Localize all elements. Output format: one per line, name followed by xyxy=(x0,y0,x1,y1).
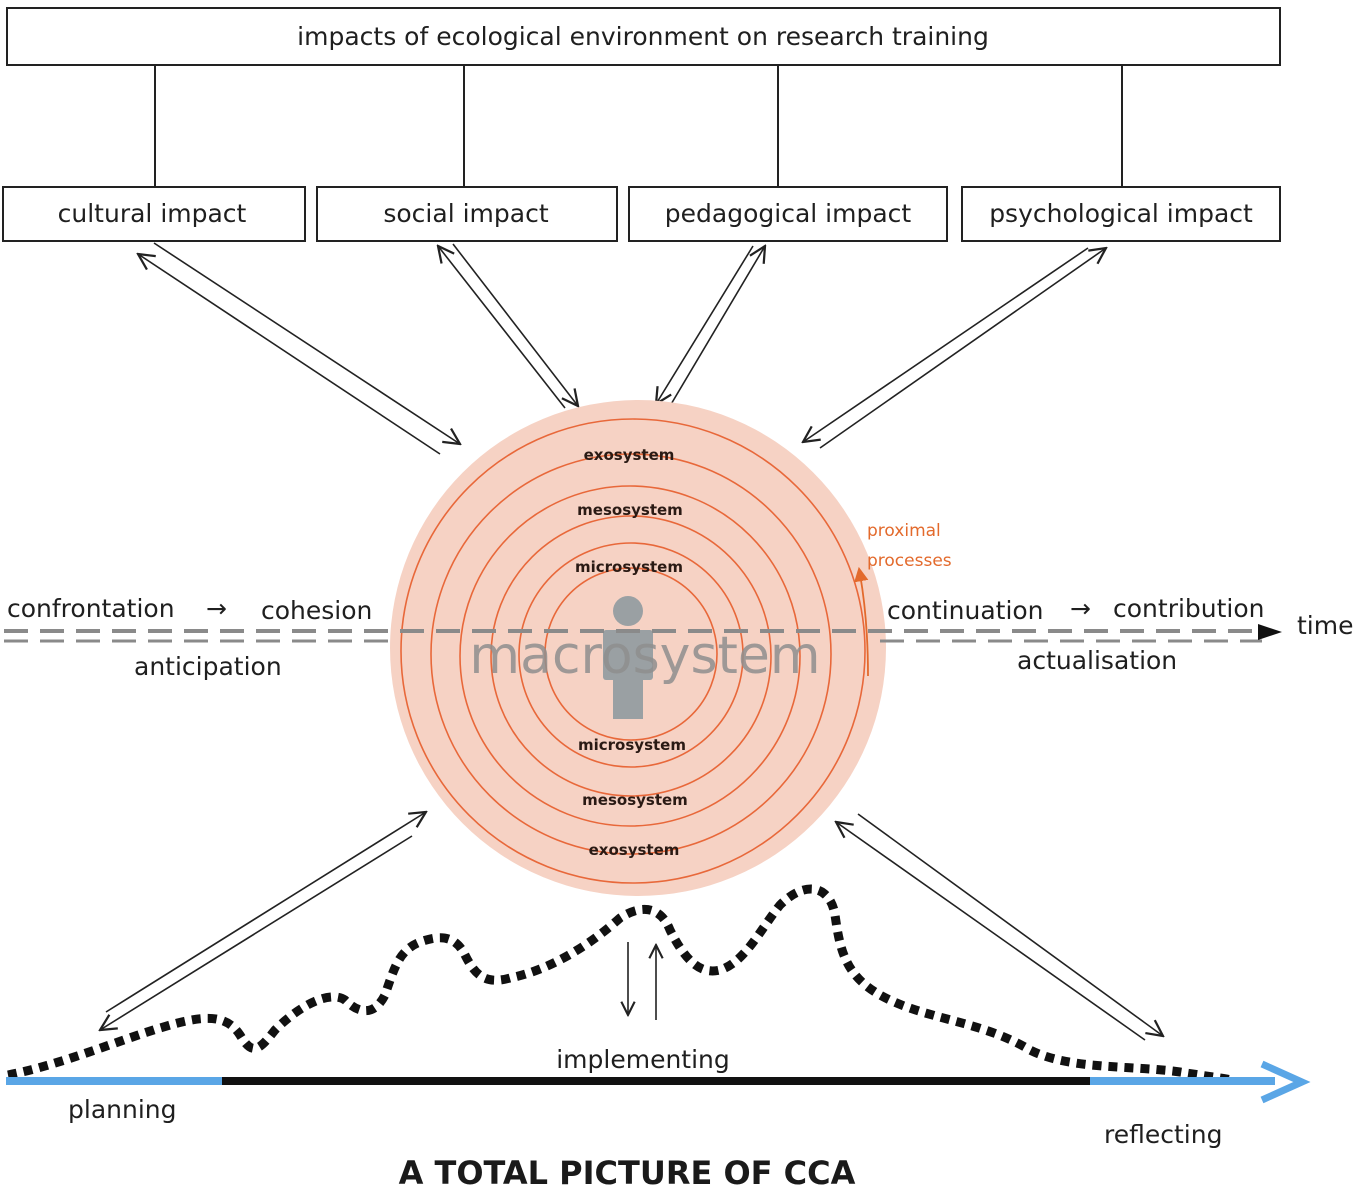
time-axis xyxy=(4,624,1282,643)
reflecting-label: reflecting xyxy=(1104,1120,1222,1149)
ring-label-exosystem-top: exosystem xyxy=(584,446,675,464)
pedagogical-impact-label: pedagogical impact xyxy=(665,199,912,228)
ring-label-mesosystem-top: mesosystem xyxy=(577,501,683,519)
implementing-arrows xyxy=(628,942,656,1020)
proximal-label-line1: proximal xyxy=(867,521,941,541)
time-label: time xyxy=(1297,611,1353,640)
ring-label-mesosystem-bottom: mesosystem xyxy=(582,791,688,809)
implementation-wave xyxy=(7,884,1233,1085)
actualisation-label: actualisation xyxy=(1017,646,1177,675)
impact-boxes xyxy=(2,186,1281,242)
top-box-label: impacts of ecological environment on res… xyxy=(297,22,989,51)
ring-label-exosystem-bottom: exosystem xyxy=(589,841,680,859)
diagram-title: A TOTAL PICTURE OF CCA xyxy=(399,1154,856,1188)
connector-lines xyxy=(154,65,1123,187)
arrow-planning-down xyxy=(100,835,413,1030)
ring-label-microsystem-bottom: microsystem xyxy=(578,736,686,754)
planning-label: planning xyxy=(68,1095,176,1124)
bottom-double-arrows xyxy=(100,812,1163,1041)
confrontation-label: confrontation xyxy=(7,594,175,623)
phase-arrowhead xyxy=(1260,1060,1311,1104)
arrow-cultural-up xyxy=(138,254,441,455)
continuation-label: continuation xyxy=(887,596,1044,625)
arrow-cultural-down xyxy=(153,242,460,444)
cultural-impact-label: cultural impact xyxy=(58,199,247,228)
social-impact-box xyxy=(316,186,618,242)
psychological-impact-label: psychological impact xyxy=(989,199,1253,228)
arrow-glyph-right: → xyxy=(1070,594,1091,623)
arrow-psychological-up xyxy=(819,248,1106,449)
top-double-arrows xyxy=(138,242,1106,455)
anticipation-label: anticipation xyxy=(134,652,282,681)
arrow-pedagogical-down xyxy=(656,245,754,404)
person-icon xyxy=(603,596,653,719)
proximal-processes-arrow xyxy=(854,566,869,677)
psychological-impact-box xyxy=(961,186,1281,242)
macrosystem-label: macrosystem xyxy=(469,626,820,686)
cultural-impact-box xyxy=(2,186,306,242)
arrow-pedagogical-up xyxy=(669,246,765,407)
arrow-social-up xyxy=(438,246,566,409)
pedagogical-impact-box xyxy=(628,186,948,242)
implementing-label: implementing xyxy=(556,1045,730,1074)
contribution-label: contribution xyxy=(1113,594,1265,623)
arrow-psychological-down xyxy=(803,247,1089,442)
phase-bar xyxy=(6,1060,1311,1104)
proximal-label-line2: processes xyxy=(867,551,952,571)
cohesion-label: cohesion xyxy=(261,596,372,625)
top-box xyxy=(6,7,1281,66)
arrow-reflecting-down xyxy=(857,813,1163,1036)
arrow-social-down xyxy=(452,243,578,406)
social-impact-label: social impact xyxy=(383,199,548,228)
arrow-planning-up xyxy=(105,812,426,1013)
arrow-reflecting-up xyxy=(836,822,1146,1041)
ring-label-microsystem-top: microsystem xyxy=(575,558,683,576)
arrow-glyph-left: → xyxy=(206,594,227,623)
